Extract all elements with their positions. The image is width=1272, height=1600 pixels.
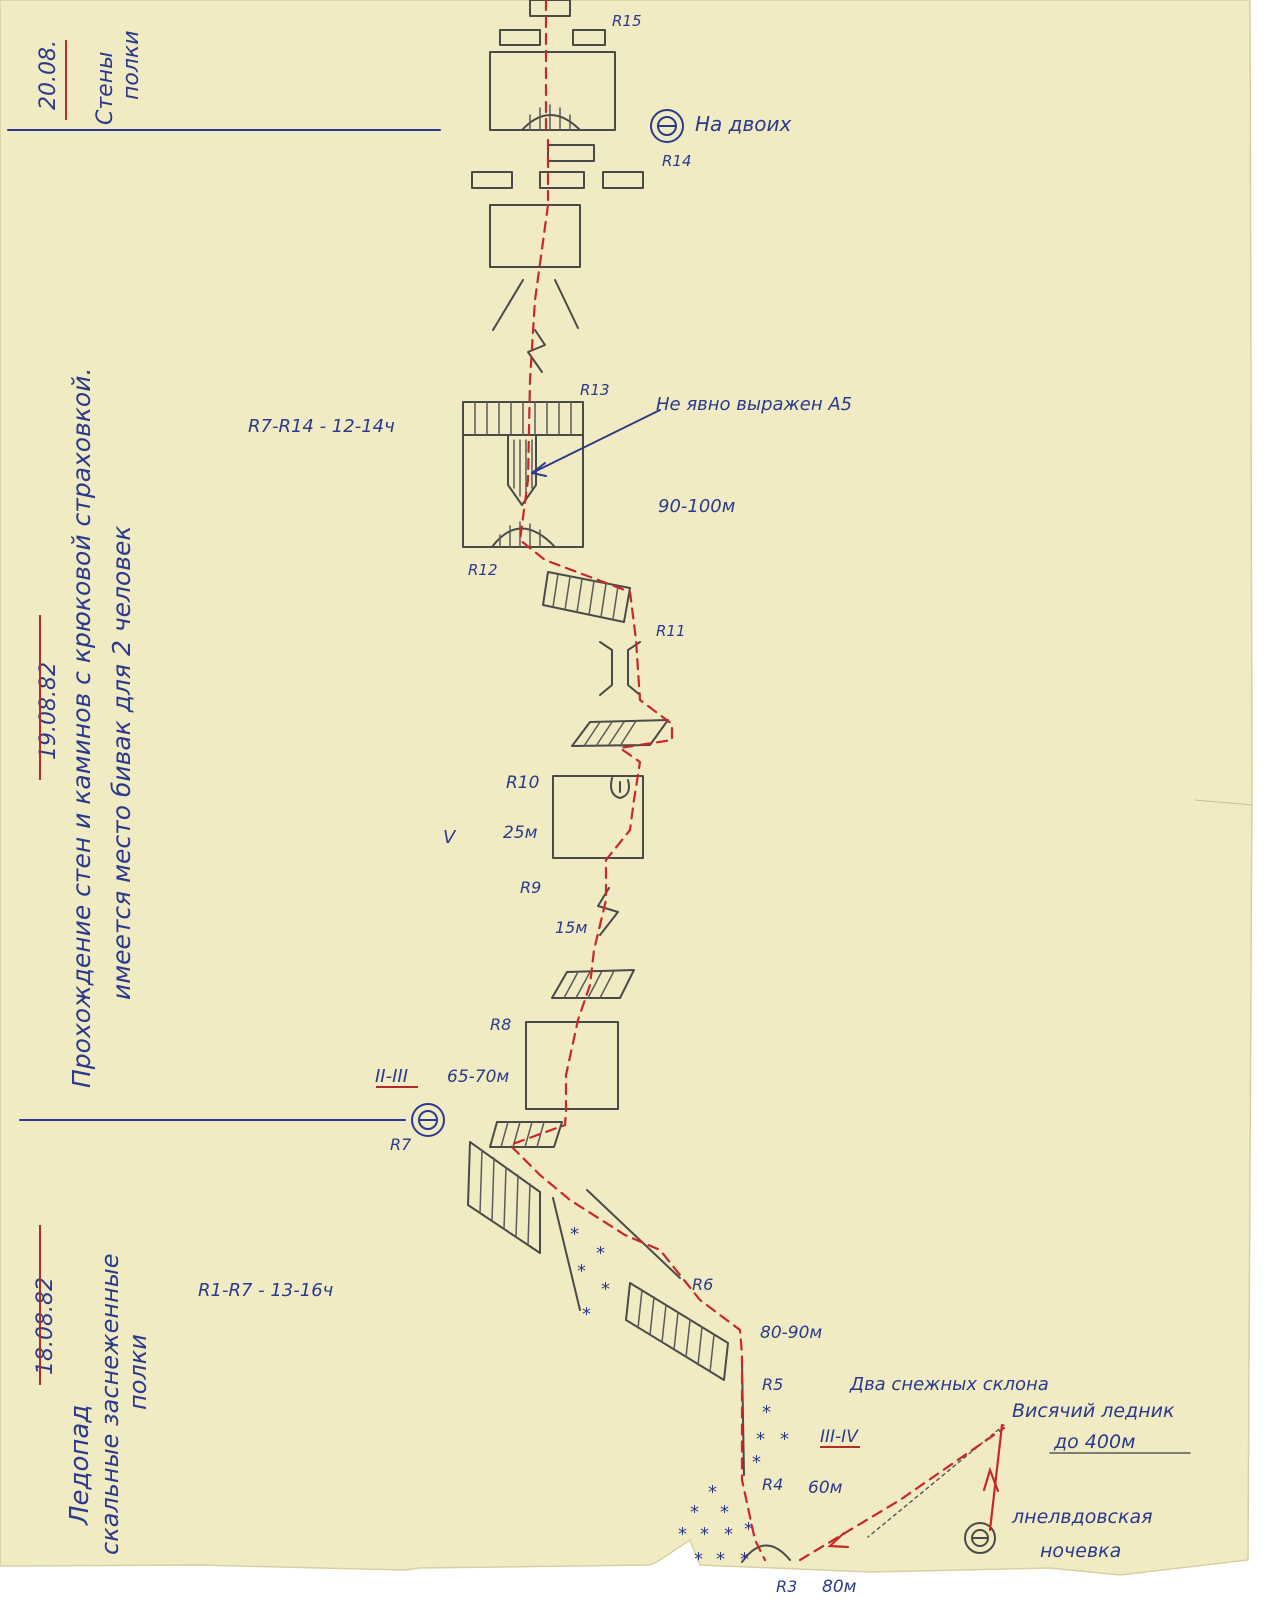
paper-sheet [0,0,1253,1576]
svg-text:*: * [752,1452,761,1473]
svg-text:*: * [724,1524,733,1545]
pitch-label: R15 [612,12,642,30]
svg-text:*: * [756,1429,765,1450]
section-subtitle: скальные заснеженные [96,1253,124,1555]
pitch-label: R10 [506,773,539,793]
length-label: 65-70м [447,1067,509,1087]
pitch-label: R6 [692,1275,713,1294]
svg-text:*: * [744,1519,753,1540]
hanging-glacier: Висячий ледник до 400м [867,1400,1191,1538]
pitch-r14: R14 [471,144,692,331]
pitch-r15: R15 [489,0,642,131]
section-title: Прохождение стен и каминов с крюковой ст… [67,368,96,1088]
section-subtitle-2: полки [124,1334,152,1410]
section-date: 18.08.82 [33,1277,58,1375]
annotation-arrow [531,409,661,474]
pitch-r8: R8 II-III 65-70м [375,969,635,1110]
bivouac-icon [650,109,684,143]
length-label: 15м [555,918,587,937]
grade-label: V [443,827,457,848]
pitch-label: R14 [662,152,692,170]
pitch-r10: R10 V 25м [443,773,644,859]
svg-text:*: * [762,1402,771,1423]
svg-text:*: * [708,1482,717,1503]
length-label: 60м [808,1478,843,1498]
lightning-icon [597,887,619,936]
svg-text:*: * [720,1502,729,1523]
section-title: Стены [93,52,118,125]
section-20-08: 20.08. [36,40,61,110]
svg-text:*: * [740,1549,749,1570]
snow-star-icon: *** * *** **** *** [678,1402,789,1570]
lightning-icon [527,329,546,373]
section-subtitle: полки [119,31,144,101]
pitch-label: R12 [468,561,498,579]
pitch-r5-r3: 80-90м R5 Два снежных склона III-IV R4 6… [741,1323,1049,1597]
pitch-label: R7 [390,1135,412,1154]
section-date: 20.08. [36,40,61,110]
length-label: 80-90м [760,1323,822,1343]
camp-label: лнелвдовская [1011,1506,1153,1528]
pitch-label: R4 [762,1475,783,1494]
bivouac-label: На двоих [695,112,792,136]
svg-text:*: * [700,1524,709,1545]
pitch-r7-r6: R6 [467,1121,729,1381]
svg-text:*: * [716,1549,725,1570]
pitch-label: R8 [490,1015,511,1034]
bivouac-icon [411,1103,445,1137]
svg-text:*: * [601,1279,610,1300]
svg-text:*: * [570,1224,579,1245]
length-label: 80м [822,1577,857,1597]
pitch-r11: R11 [542,571,686,747]
svg-text:*: * [694,1549,703,1570]
svg-text:*: * [582,1304,591,1325]
svg-text:*: * [690,1502,699,1523]
pitch-label: R5 [762,1375,783,1394]
glacier-label: Висячий ледник [1012,1400,1175,1422]
pitch-label: R11 [656,622,686,640]
svg-text:*: * [596,1243,605,1264]
svg-text:*: * [577,1261,586,1282]
time-note: R7-R14 - 12-14ч [248,416,395,437]
grade-label: II-III [375,1066,408,1087]
pitch-label: R13 [580,381,610,399]
time-note: R1-R7 - 13-16ч [198,1280,333,1301]
svg-text:*: * [678,1524,687,1545]
camp-label-2: ночевка [1040,1540,1121,1562]
height-note: 90-100м [658,496,735,517]
pitch-label: R9 [520,878,541,897]
section-subtitle: имеется место бивак для 2 человек [107,526,136,1000]
glacier-extent: до 400м [1053,1431,1135,1453]
slope-note: Два снежных склона [849,1374,1049,1395]
annotation-text: Не явно выражен А5 [656,394,852,415]
length-label: 25м [503,823,538,843]
svg-text:*: * [780,1429,789,1450]
pitch-label: R3 [776,1577,797,1596]
pitch-r13: R13 R12 [462,381,610,579]
grade-label: III-IV [820,1427,859,1447]
ascent-route [508,0,1006,1562]
bivouac-icon [964,1522,996,1554]
section-title: Ледопад [65,1405,95,1526]
snow-star-icon: * * * * * [570,1224,610,1325]
